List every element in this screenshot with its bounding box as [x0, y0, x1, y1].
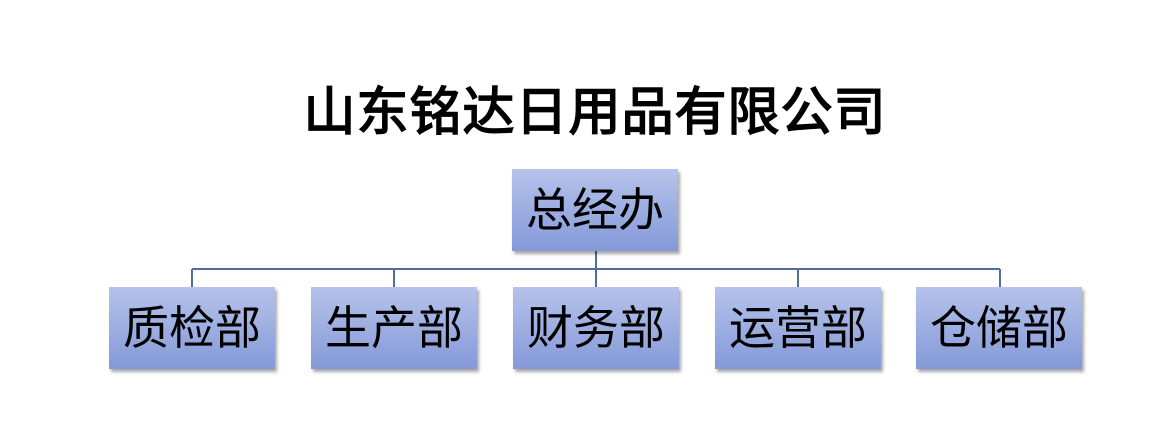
dept-node-label: 运营部	[729, 301, 867, 355]
dept-node: 运营部	[715, 287, 881, 369]
dept-node: 财务部	[513, 287, 679, 369]
dept-node: 质检部	[109, 287, 275, 369]
dept-node: 仓储部	[916, 287, 1082, 369]
root-node-label: 总经办	[526, 183, 664, 237]
dept-node-label: 质检部	[123, 301, 261, 355]
company-title: 山东铭达日用品有限公司	[303, 83, 887, 143]
root-node: 总经办	[512, 169, 678, 251]
dept-node-label: 仓储部	[930, 301, 1068, 355]
dept-node-label: 财务部	[527, 301, 665, 355]
dept-node: 生产部	[311, 287, 477, 369]
dept-node-label: 生产部	[325, 301, 463, 355]
